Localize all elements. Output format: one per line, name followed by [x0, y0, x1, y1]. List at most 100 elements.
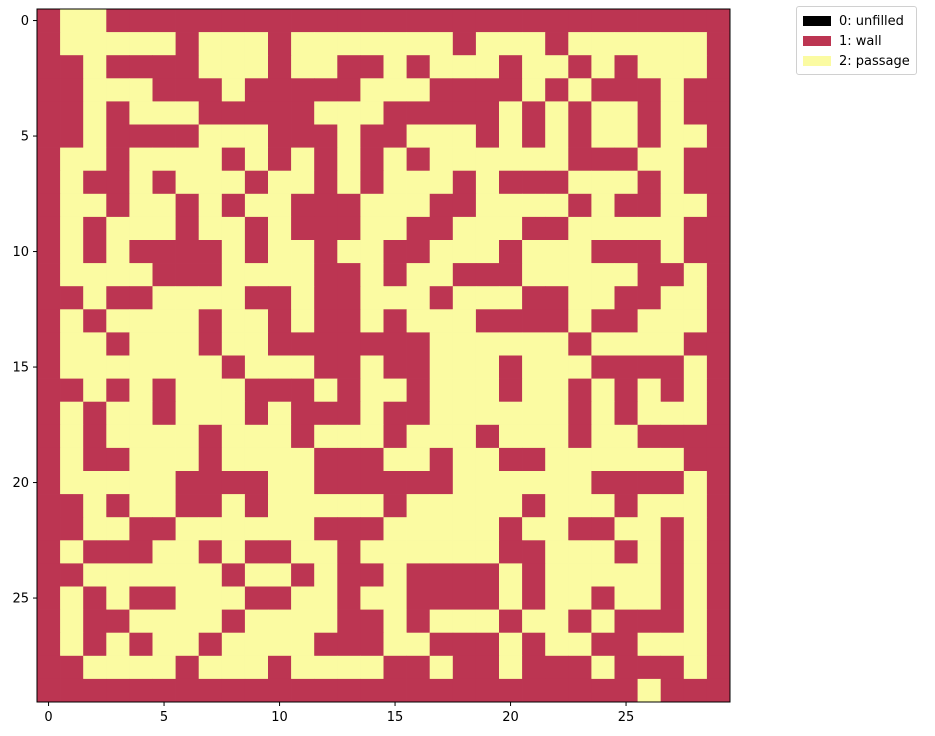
x-tick-label: 20	[502, 710, 519, 725]
heatmap-cell	[291, 170, 315, 195]
heatmap-cell	[198, 517, 223, 541]
heatmap-cell	[175, 193, 200, 218]
heatmap-cell	[383, 216, 407, 241]
heatmap-cell	[198, 216, 223, 241]
heatmap-cell	[291, 147, 315, 172]
heatmap-cell	[152, 424, 176, 449]
heatmap-cell	[291, 471, 315, 495]
heatmap-cell	[637, 286, 662, 310]
heatmap-cell	[429, 9, 454, 33]
heatmap-cell	[406, 55, 431, 79]
heatmap-cell	[591, 286, 615, 310]
heatmap-cell	[660, 286, 685, 310]
heatmap-cell	[683, 678, 708, 703]
heatmap-cell	[337, 471, 361, 495]
heatmap-cell	[175, 540, 200, 564]
heatmap-cell	[614, 240, 638, 264]
heatmap-cell	[637, 447, 662, 472]
y-tick-label: 15	[12, 361, 29, 376]
heatmap-cell	[452, 424, 477, 449]
heatmap-cell	[637, 540, 662, 564]
heatmap-cell	[175, 678, 200, 703]
heatmap-cell	[198, 447, 223, 472]
heatmap-cell	[591, 494, 615, 518]
heatmap-cell	[406, 124, 431, 148]
heatmap-cell	[175, 55, 200, 79]
heatmap-cell	[268, 263, 292, 287]
heatmap-cell	[360, 401, 384, 426]
heatmap-cell	[83, 678, 107, 703]
heatmap-cell	[106, 170, 130, 195]
heatmap-cell	[129, 378, 153, 403]
heatmap-cell	[406, 147, 431, 172]
heatmap-cell	[360, 563, 384, 587]
heatmap-cell	[244, 424, 269, 449]
heatmap-cell	[683, 101, 708, 125]
heatmap-cell	[522, 332, 546, 356]
heatmap-cell	[106, 309, 130, 333]
heatmap-cell	[360, 378, 384, 403]
heatmap-cell	[268, 678, 292, 703]
heatmap-cell	[568, 378, 592, 403]
heatmap-cell	[60, 678, 84, 703]
heatmap-cell	[314, 32, 338, 56]
heatmap-cell	[568, 309, 592, 333]
heatmap-cell	[429, 263, 454, 287]
heatmap-cell	[175, 147, 200, 172]
heatmap-cell	[83, 55, 107, 79]
heatmap-cell	[406, 9, 431, 33]
heatmap-cell	[37, 286, 61, 310]
heatmap-cell	[244, 655, 269, 680]
heatmap-cell	[129, 332, 153, 356]
heatmap-cell	[452, 240, 477, 264]
heatmap-cell	[591, 586, 615, 610]
heatmap-cell	[637, 9, 662, 33]
heatmap-cell	[383, 147, 407, 172]
heatmap-cell	[37, 355, 61, 379]
heatmap-cell	[268, 517, 292, 541]
heatmap-cell	[244, 586, 269, 610]
heatmap-cell	[568, 55, 592, 79]
heatmap-cell	[499, 78, 523, 102]
heatmap-cell	[499, 563, 523, 587]
heatmap-cell	[291, 494, 315, 518]
heatmap-cell	[683, 540, 708, 564]
heatmap-cell	[106, 355, 130, 379]
heatmap-cell	[660, 216, 685, 241]
heatmap-cell	[383, 494, 407, 518]
heatmap-cell	[37, 170, 61, 195]
heatmap-cell	[152, 147, 176, 172]
heatmap-cell	[244, 216, 269, 241]
heatmap-cell	[475, 78, 500, 102]
heatmap-cell	[452, 401, 477, 426]
heatmap-cell	[545, 216, 569, 241]
heatmap-cell	[614, 494, 638, 518]
heatmap-cell	[337, 517, 361, 541]
heatmap-cell	[522, 378, 546, 403]
heatmap-cell	[244, 170, 269, 195]
heatmap-cell	[660, 540, 685, 564]
heatmap-cell	[614, 263, 638, 287]
heatmap-cell	[291, 401, 315, 426]
heatmap-cell	[637, 471, 662, 495]
heatmap-cell	[60, 517, 84, 541]
heatmap-cell	[452, 286, 477, 310]
heatmap-cell	[106, 55, 130, 79]
heatmap-cell	[660, 494, 685, 518]
heatmap-cell	[314, 124, 338, 148]
heatmap-cell	[429, 170, 454, 195]
heatmap-cell	[660, 263, 685, 287]
heatmap-cell	[522, 447, 546, 472]
heatmap-cell	[337, 355, 361, 379]
heatmap-cell	[522, 32, 546, 56]
heatmap-cell	[706, 170, 731, 195]
heatmap-cell	[129, 586, 153, 610]
heatmap-cell	[314, 378, 338, 403]
heatmap-cell	[660, 447, 685, 472]
heatmap-cell	[706, 32, 731, 56]
heatmap-cell	[383, 355, 407, 379]
heatmap-cell	[406, 494, 431, 518]
heatmap-cell	[499, 471, 523, 495]
heatmap-cell	[291, 263, 315, 287]
